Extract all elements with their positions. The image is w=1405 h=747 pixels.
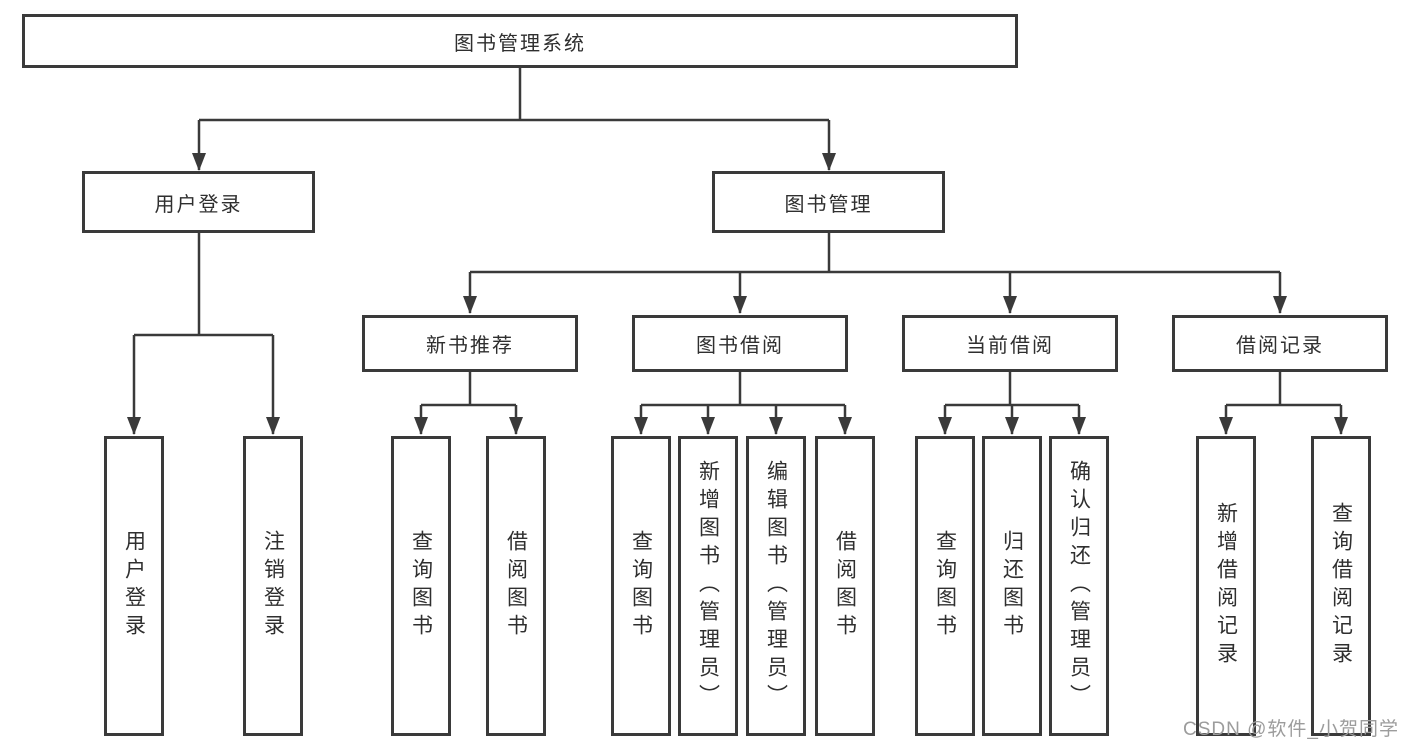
leaf-label: 确认归还（管理员） [1067, 460, 1091, 712]
leaf-label: 新增借阅记录 [1214, 502, 1238, 670]
node-book-management: 图书管理 [712, 171, 945, 233]
leaf-label: 查询借阅记录 [1329, 502, 1353, 670]
leaf-label: 查询图书 [933, 530, 957, 642]
node-current-borrow: 当前借阅 [902, 315, 1118, 372]
leaf-label: 注销登录 [261, 530, 285, 642]
node-label: 图书借阅 [696, 335, 784, 357]
leaf-label: 查询图书 [629, 530, 653, 642]
leaf-label: 用户登录 [122, 530, 146, 642]
node-label: 图书管理 [784, 193, 873, 216]
leaf-user-login: 用户登录 [104, 436, 164, 736]
leaf-logout: 注销登录 [243, 436, 303, 736]
leaf-confirm-return-admin: 确认归还（管理员） [1049, 436, 1109, 736]
node-label: 新书推荐 [426, 335, 514, 357]
leaf-label: 新增图书（管理员） [696, 460, 720, 712]
node-user-login: 用户登录 [82, 171, 315, 233]
leaf-add-books-admin: 新增图书（管理员） [678, 436, 738, 736]
leaf-borrow-books: 借阅图书 [815, 436, 875, 736]
leaf-borrow-books-recommend: 借阅图书 [486, 436, 546, 736]
connector-group [127, 68, 1348, 435]
node-label: 借阅记录 [1236, 335, 1324, 357]
leaf-label: 借阅图书 [833, 530, 857, 642]
node-new-book-recommend: 新书推荐 [362, 315, 578, 372]
node-book-borrow: 图书借阅 [632, 315, 848, 372]
leaf-query-books-borrow: 查询图书 [611, 436, 671, 736]
leaf-query-books-current: 查询图书 [915, 436, 975, 736]
leaf-label: 归还图书 [1000, 530, 1024, 642]
leaf-add-borrow-record: 新增借阅记录 [1196, 436, 1256, 736]
leaf-label: 查询图书 [409, 530, 433, 642]
leaf-return-books: 归还图书 [982, 436, 1042, 736]
leaf-query-borrow-record: 查询借阅记录 [1311, 436, 1371, 736]
leaf-label: 借阅图书 [504, 530, 528, 642]
node-borrow-records: 借阅记录 [1172, 315, 1388, 372]
leaf-query-books-recommend: 查询图书 [391, 436, 451, 736]
node-label: 用户登录 [154, 193, 243, 216]
node-label: 当前借阅 [966, 335, 1054, 357]
leaf-edit-books-admin: 编辑图书（管理员） [746, 436, 806, 736]
csdn-watermark: CSDN @软件_小贺同学 [1183, 719, 1399, 740]
node-label: 图书管理系统 [454, 32, 586, 55]
node-root-system: 图书管理系统 [22, 14, 1018, 68]
leaf-label: 编辑图书（管理员） [764, 460, 788, 712]
